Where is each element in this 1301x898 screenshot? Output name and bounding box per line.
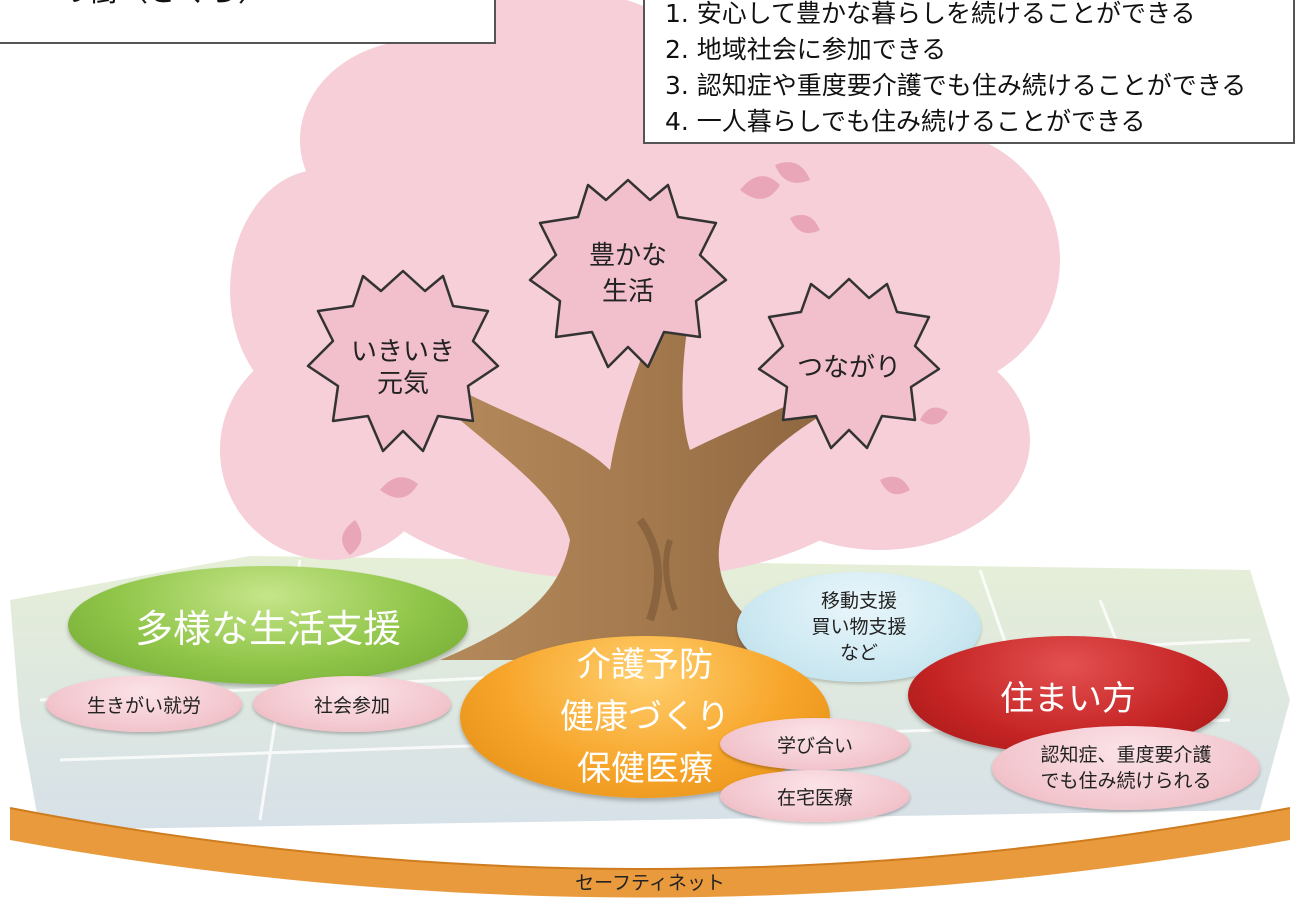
flower-center-label: 豊かな 生活 — [568, 238, 688, 310]
flower-right-line: つながり — [796, 353, 901, 383]
goal-item: 2. 地域社会に参加できる — [665, 35, 947, 64]
social-node: 社会参加 — [253, 676, 451, 732]
social-label: 社会参加 — [313, 694, 390, 717]
safety-net-arc — [10, 808, 1290, 898]
flower-center — [528, 178, 728, 369]
dementia-line: 認知症、重度要介護 — [1040, 744, 1212, 766]
mobility-line: 買い物支援 — [811, 616, 907, 638]
lifestyle-support-node: 多様な生活支援 — [68, 566, 468, 684]
falling-petals — [342, 162, 948, 555]
lifestyle-support-label: 多様な生活支援 — [134, 606, 401, 651]
work-label: 生きがい就労 — [86, 694, 201, 717]
top-left-caption-box: の樹（さくら） — [0, 0, 496, 44]
top-left-caption: の樹（さくら） — [58, 0, 268, 10]
goal-item: 1. 安心して豊かな暮らしを続けることができる — [665, 0, 1196, 28]
mobility-line: 移動支援 — [820, 590, 897, 612]
care-line: 健康づくり — [560, 697, 730, 737]
care-prevention-label: 介護予防 健康づくり 保健医療 — [560, 639, 730, 795]
flower-center-line: 生活 — [601, 277, 654, 307]
goal-item: 4. 一人暮らしでも住み続けることができる — [665, 107, 1146, 136]
dementia-line: でも住み続けられる — [1040, 770, 1212, 792]
flower-right-label: つながり — [779, 352, 919, 384]
flower-center-line: 豊かな — [588, 241, 667, 271]
safety-net-label: セーフティネット — [575, 872, 725, 894]
learning-label: 学び合い — [776, 734, 853, 757]
housing-label: 住まい方 — [1000, 678, 1136, 719]
learning-node: 学び合い — [720, 718, 910, 770]
flower-left-line: いきいき — [350, 337, 455, 367]
flower-left — [306, 269, 500, 453]
care-line: 介護予防 — [577, 645, 713, 685]
work-node: 生きがい就労 — [46, 676, 242, 732]
flower-left-line: 元気 — [376, 369, 429, 399]
home-care-label: 在宅医療 — [776, 786, 853, 809]
mobility-line: など — [839, 642, 878, 664]
goal-item: 3. 認知症や重度要介護でも住み続けることができる — [665, 71, 1247, 100]
flower-right — [757, 277, 941, 450]
mobility-support-label: 移動支援 買い物支援 など — [811, 588, 906, 666]
goals-box: 1. 安心して豊かな暮らしを続けることができる 2. 地域社会に参加できる 3.… — [643, 0, 1295, 144]
tree-trunk — [440, 310, 830, 660]
care-line: 保健医療 — [577, 749, 713, 789]
home-care-node: 在宅医療 — [720, 770, 910, 822]
dementia-node: 認知症、重度要介護 でも住み続けられる — [992, 726, 1260, 810]
care-prevention-node: 介護予防 健康づくり 保健医療 — [460, 636, 830, 798]
dementia-label: 認知症、重度要介護 でも住み続けられる — [1040, 742, 1211, 794]
flower-left-label: いきいき 元気 — [333, 336, 473, 400]
